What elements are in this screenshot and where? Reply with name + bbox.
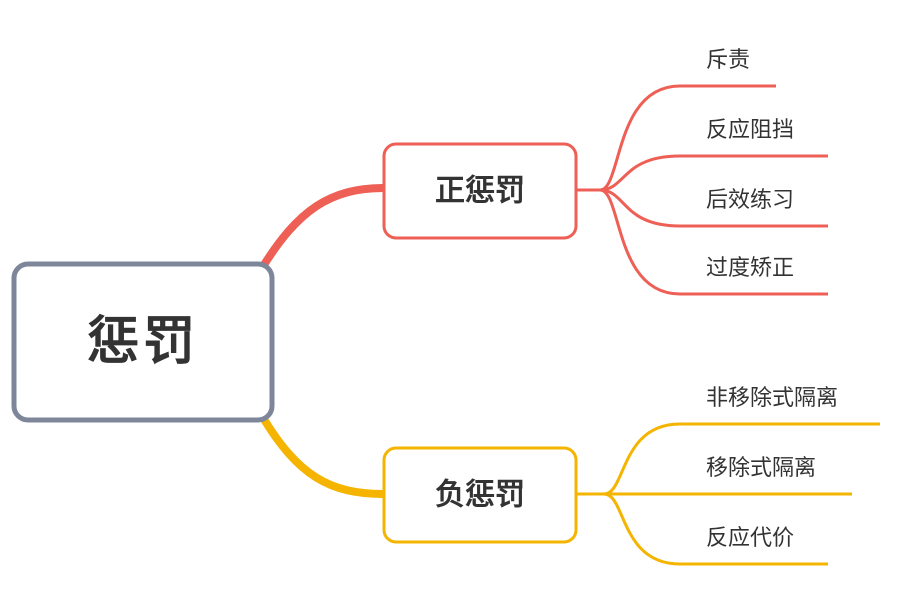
branch-node-positive-box — [382, 142, 578, 240]
connector-leaf-3 — [599, 188, 828, 228]
connector-leaf-4 — [599, 188, 828, 296]
positive-leaf-connectors — [576, 84, 828, 296]
root-node-label: 惩罚 — [87, 312, 199, 372]
root-node-box — [11, 261, 275, 423]
leaf-label[interactable]: 后效练习 — [706, 188, 794, 213]
connector-root-positive — [258, 184, 388, 272]
connector-root-negative — [258, 412, 388, 498]
leaf-label[interactable]: 过度矫正 — [706, 256, 794, 281]
negative-leaf-connectors — [576, 422, 880, 566]
leaf-label[interactable]: 反应阻挡 — [706, 118, 794, 143]
leaf-label[interactable]: 非移除式隔离 — [706, 386, 838, 411]
connector-leaf-7 — [603, 492, 828, 566]
branch-node-negative[interactable]: 负惩罚 — [382, 446, 578, 544]
branch-node-negative-box — [382, 446, 578, 544]
leaf-label[interactable]: 反应代价 — [706, 526, 794, 551]
leaf-label[interactable]: 移除式隔离 — [706, 456, 816, 481]
branch-node-positive[interactable]: 正惩罚 — [382, 142, 578, 240]
branch-node-negative-label: 负惩罚 — [435, 478, 525, 513]
connector-leaf-2 — [599, 154, 828, 192]
leaf-label[interactable]: 斥责 — [706, 48, 750, 73]
branch-node-positive-label: 正惩罚 — [435, 174, 525, 209]
root-node[interactable]: 惩罚 — [11, 261, 275, 423]
